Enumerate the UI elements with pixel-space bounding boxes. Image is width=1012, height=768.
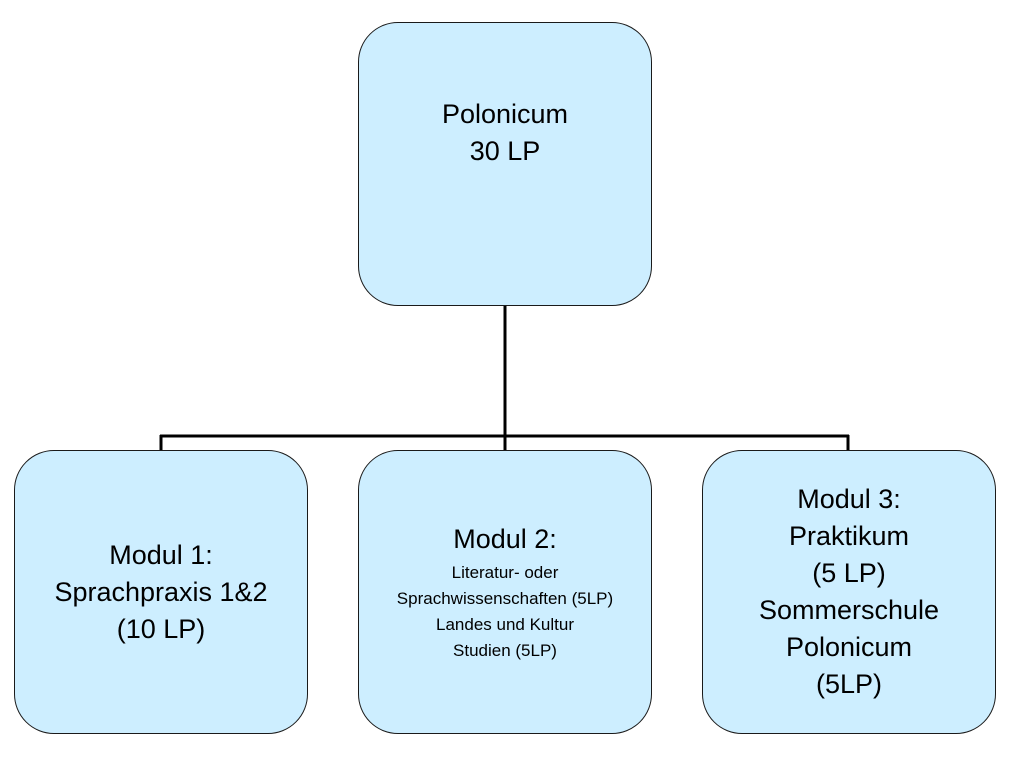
module-3-line: Praktikum (788, 521, 910, 551)
module-2-detail-line: Literatur- oder (451, 562, 559, 582)
module-2-title: Modul 2: (453, 523, 557, 554)
module-1-name: Sprachpraxis 1&2 (54, 576, 268, 607)
module-3-node: Modul 3: Praktikum (5 LP) Sommerschule P… (702, 450, 996, 734)
module-3-line: (5 LP) (812, 558, 886, 588)
module-1-node: Modul 1: Sprachpraxis 1&2 (10 LP) (14, 450, 308, 734)
root-title: Polonicum (441, 99, 569, 129)
root-node-polonicum: Polonicum 30 LP (358, 22, 652, 306)
module-2-detail-line: Sprachwissenschaften (5LP) (396, 588, 614, 608)
module-1-title: Modul 1: (109, 539, 213, 570)
module-1-credits: (10 LP) (116, 613, 206, 644)
module-2-detail-line: Studien (5LP) (453, 640, 557, 660)
module-3-title: Modul 3: (797, 484, 901, 514)
module-2-node: Modul 2: Literatur- oder Sprachwissensch… (358, 450, 652, 734)
module-2-detail-line: Landes und Kultur (436, 614, 574, 634)
module-3-line: (5LP) (815, 669, 883, 699)
module-3-line: Sommerschule (758, 595, 940, 625)
module-3-line: Polonicum (785, 632, 913, 662)
root-credits: 30 LP (469, 136, 541, 166)
